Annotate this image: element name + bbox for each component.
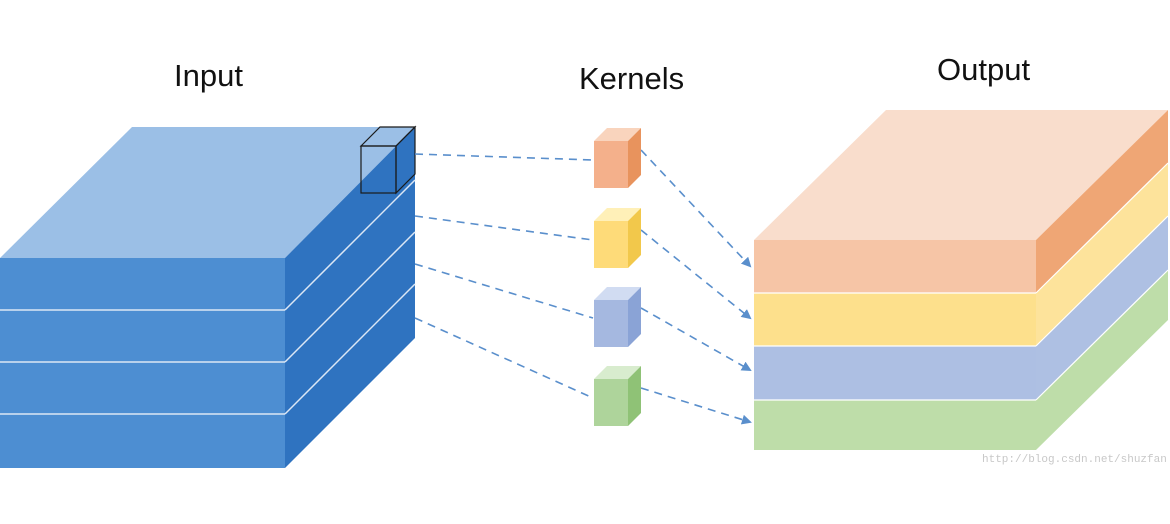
kernel-front-face [594,141,628,188]
kernel-yellow [594,208,641,268]
kernel-green [594,366,641,426]
kernel-orange [594,128,641,188]
kernel-top-face [594,208,641,221]
kernel-side-face [628,366,641,426]
kernel-top-face [594,287,641,300]
input-title: Input [174,58,243,93]
kernel-blue [594,287,641,347]
kernel-side-face [628,128,641,188]
output-side-green [1036,270,1168,450]
output-top-face [754,110,1168,240]
kernel-side-face [628,287,641,347]
kernel-top-face [594,366,641,379]
connector-line [414,153,594,161]
output-side-blue [1036,216,1168,400]
kernels-title: Kernels [579,61,685,96]
arrow-line [640,387,752,425]
kernel-top-face [594,128,641,141]
output-layer-divider [1035,215,1169,347]
output-block [754,110,1169,450]
input-front-face [0,258,285,468]
output-layer-yellow [754,293,1036,346]
input-to-kernel-connectors [414,153,594,399]
output-title: Output [937,52,1031,87]
receptive-field-cube [359,125,417,195]
input-layer-divider [284,231,416,363]
output-side-orange [1036,110,1168,293]
input-layer-divider [284,179,416,311]
connector-line [414,263,594,319]
output-layer-divider [1035,269,1169,401]
kernel-side-face [628,208,641,268]
kernel-front-face [594,300,628,347]
input-layer-divider [284,283,416,415]
output-layer-green [754,400,1036,450]
arrow-line [640,229,752,320]
watermark-text: http://blog.csdn.net/shuzfan [982,454,1167,466]
output-layer-orange [754,240,1036,293]
kernel-front-face [594,379,628,426]
kernel-to-output-arrows [640,149,752,425]
output-side-yellow [1036,163,1168,346]
arrow-line [640,307,752,371]
input-block [0,125,417,468]
input-top-face [0,127,415,258]
connector-line [414,215,594,241]
kernel-front-face [594,221,628,268]
output-layer-blue [754,346,1036,400]
connector-line [414,317,594,399]
arrow-line [640,149,752,268]
output-layer-divider [1035,162,1169,294]
